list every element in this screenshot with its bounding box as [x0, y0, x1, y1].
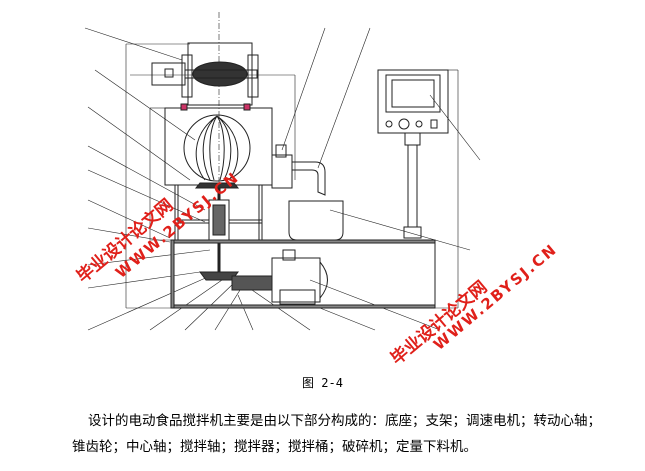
mixing-tank — [164, 103, 273, 189]
dimension-lines — [125, 43, 459, 309]
crusher — [151, 42, 259, 106]
leader-lines — [84, 27, 481, 331]
body-paragraph: 设计的电动食品搅拌机主要是由以下部分构成的：底座；支架；调速电机；转动心轴；锥齿… — [72, 413, 601, 455]
bucket — [288, 200, 344, 241]
coupling — [231, 275, 273, 291]
support-frame — [174, 185, 263, 275]
mixer-assembly-drawing: 毕业设计论文网 WWW.2BYSJ.CN 毕业设计论文网 WWW.2BYSJ.C… — [73, 12, 561, 369]
figure-caption: 图 2-4 — [302, 376, 343, 390]
control-panel — [377, 69, 449, 239]
outlet-pipe — [271, 144, 326, 196]
motor — [271, 249, 328, 305]
